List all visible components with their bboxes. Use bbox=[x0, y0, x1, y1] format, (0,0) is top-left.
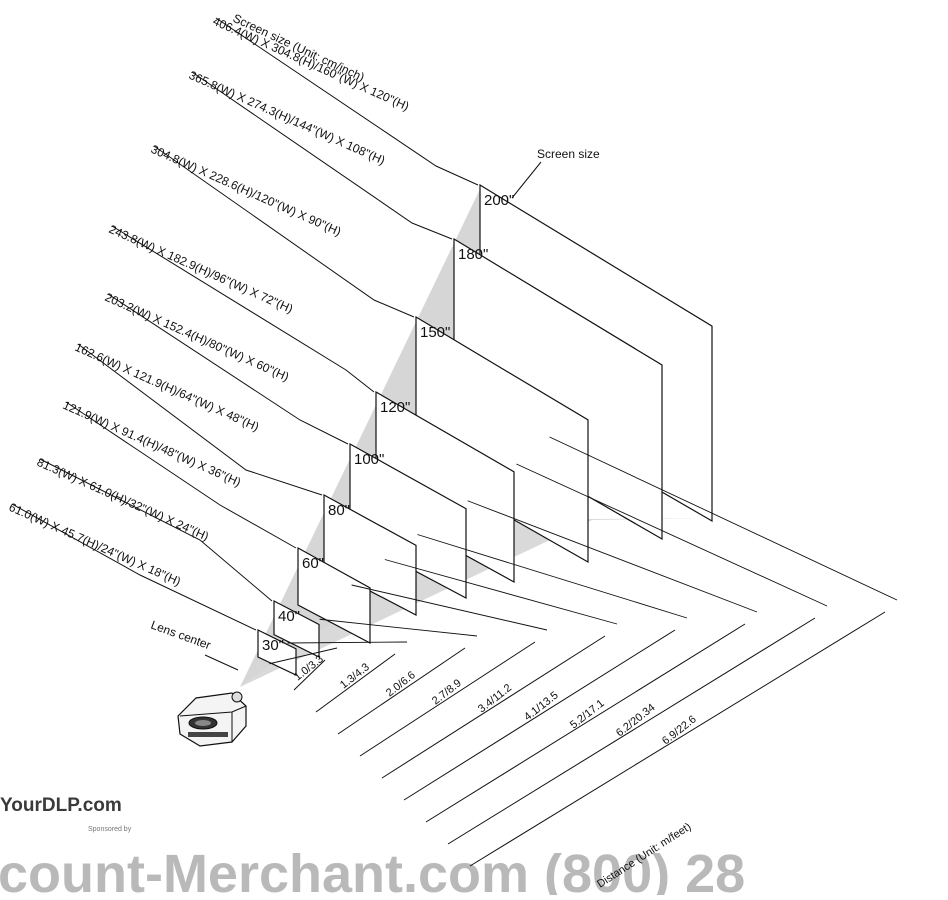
screen-60-leader bbox=[65, 401, 297, 549]
screen-60-panel bbox=[297, 546, 371, 644]
screen-40-size: 40" bbox=[278, 608, 300, 625]
distance-80-line bbox=[359, 641, 536, 757]
screen-100-leader bbox=[107, 293, 349, 445]
screen-60-size: 60" bbox=[302, 555, 324, 572]
screen-size-label: Screen size bbox=[537, 147, 600, 161]
distance-200-value: 6.9/22.6 bbox=[660, 713, 699, 747]
watermark-site: YourDLP.com bbox=[0, 795, 122, 816]
screen-180-leader bbox=[191, 71, 453, 240]
distance-100-extension bbox=[384, 559, 618, 625]
distance-180-extension bbox=[516, 463, 828, 607]
screen-80-panel bbox=[323, 493, 417, 616]
screen-size-leader bbox=[511, 161, 542, 199]
distance-40-extension bbox=[287, 641, 408, 644]
distance-150-value: 5.2/17.1 bbox=[568, 697, 607, 731]
distance-80-extension bbox=[351, 584, 548, 631]
lens-center-leader bbox=[204, 654, 239, 671]
screen-150-leader bbox=[153, 145, 415, 318]
screen-80-leader bbox=[77, 343, 323, 496]
projector-icon bbox=[177, 691, 247, 747]
distance-60-extension bbox=[319, 618, 478, 637]
screen-30-size: 30" bbox=[262, 637, 284, 654]
screen-100-panel bbox=[349, 442, 467, 599]
distance-150-extension bbox=[467, 500, 758, 613]
screen-100-size: 100" bbox=[354, 451, 384, 468]
screen-40-leader bbox=[39, 458, 273, 602]
watermark-banner: count-Merchant.com (800) 28 bbox=[0, 844, 745, 895]
screen-120-leader bbox=[111, 225, 375, 393]
screen-180-size: 180" bbox=[458, 246, 488, 263]
screen-120-size: 120" bbox=[380, 399, 410, 416]
distance-180-value: 6.2/20.34 bbox=[614, 702, 658, 740]
distance-100-value: 3.4/11.2 bbox=[476, 682, 514, 715]
screen-150-dimensions: 304.8(W) X 228.6(H)/120"(W) X 90"(H) bbox=[149, 142, 343, 239]
screen-200-size: 200" bbox=[484, 192, 514, 209]
distance-120-line bbox=[403, 629, 676, 801]
distance-80-value: 2.7/8.9 bbox=[430, 677, 464, 707]
screen-80-size: 80" bbox=[328, 502, 350, 519]
distance-60-line bbox=[337, 647, 466, 735]
distance-200-line bbox=[469, 611, 886, 867]
distance-150-line bbox=[425, 623, 746, 823]
lens-center-label: Lens center bbox=[149, 618, 213, 653]
distance-60-value: 2.0/6.6 bbox=[384, 669, 418, 699]
distance-40-value: 1.3/4.3 bbox=[338, 661, 372, 691]
screen-150-size: 150" bbox=[420, 324, 450, 341]
distance-30-line bbox=[293, 659, 326, 691]
screen-200-leader bbox=[215, 17, 479, 186]
distance-200-extension bbox=[549, 436, 898, 601]
screens-group: 200" 180" 150" 120" 100" 80" 60" 40" 30" bbox=[257, 183, 713, 676]
screen-30-panel bbox=[257, 629, 297, 676]
distance-180-line bbox=[447, 617, 816, 845]
distance-100-line bbox=[381, 635, 606, 779]
distance-30-extension bbox=[269, 647, 338, 665]
distance-120-value: 4.1/13.5 bbox=[522, 689, 561, 723]
screen-30-leader bbox=[11, 503, 257, 631]
watermark-sponsor: Sponsored by bbox=[88, 826, 132, 833]
distance-120-extension bbox=[417, 534, 688, 619]
distance-40-line bbox=[315, 653, 396, 713]
